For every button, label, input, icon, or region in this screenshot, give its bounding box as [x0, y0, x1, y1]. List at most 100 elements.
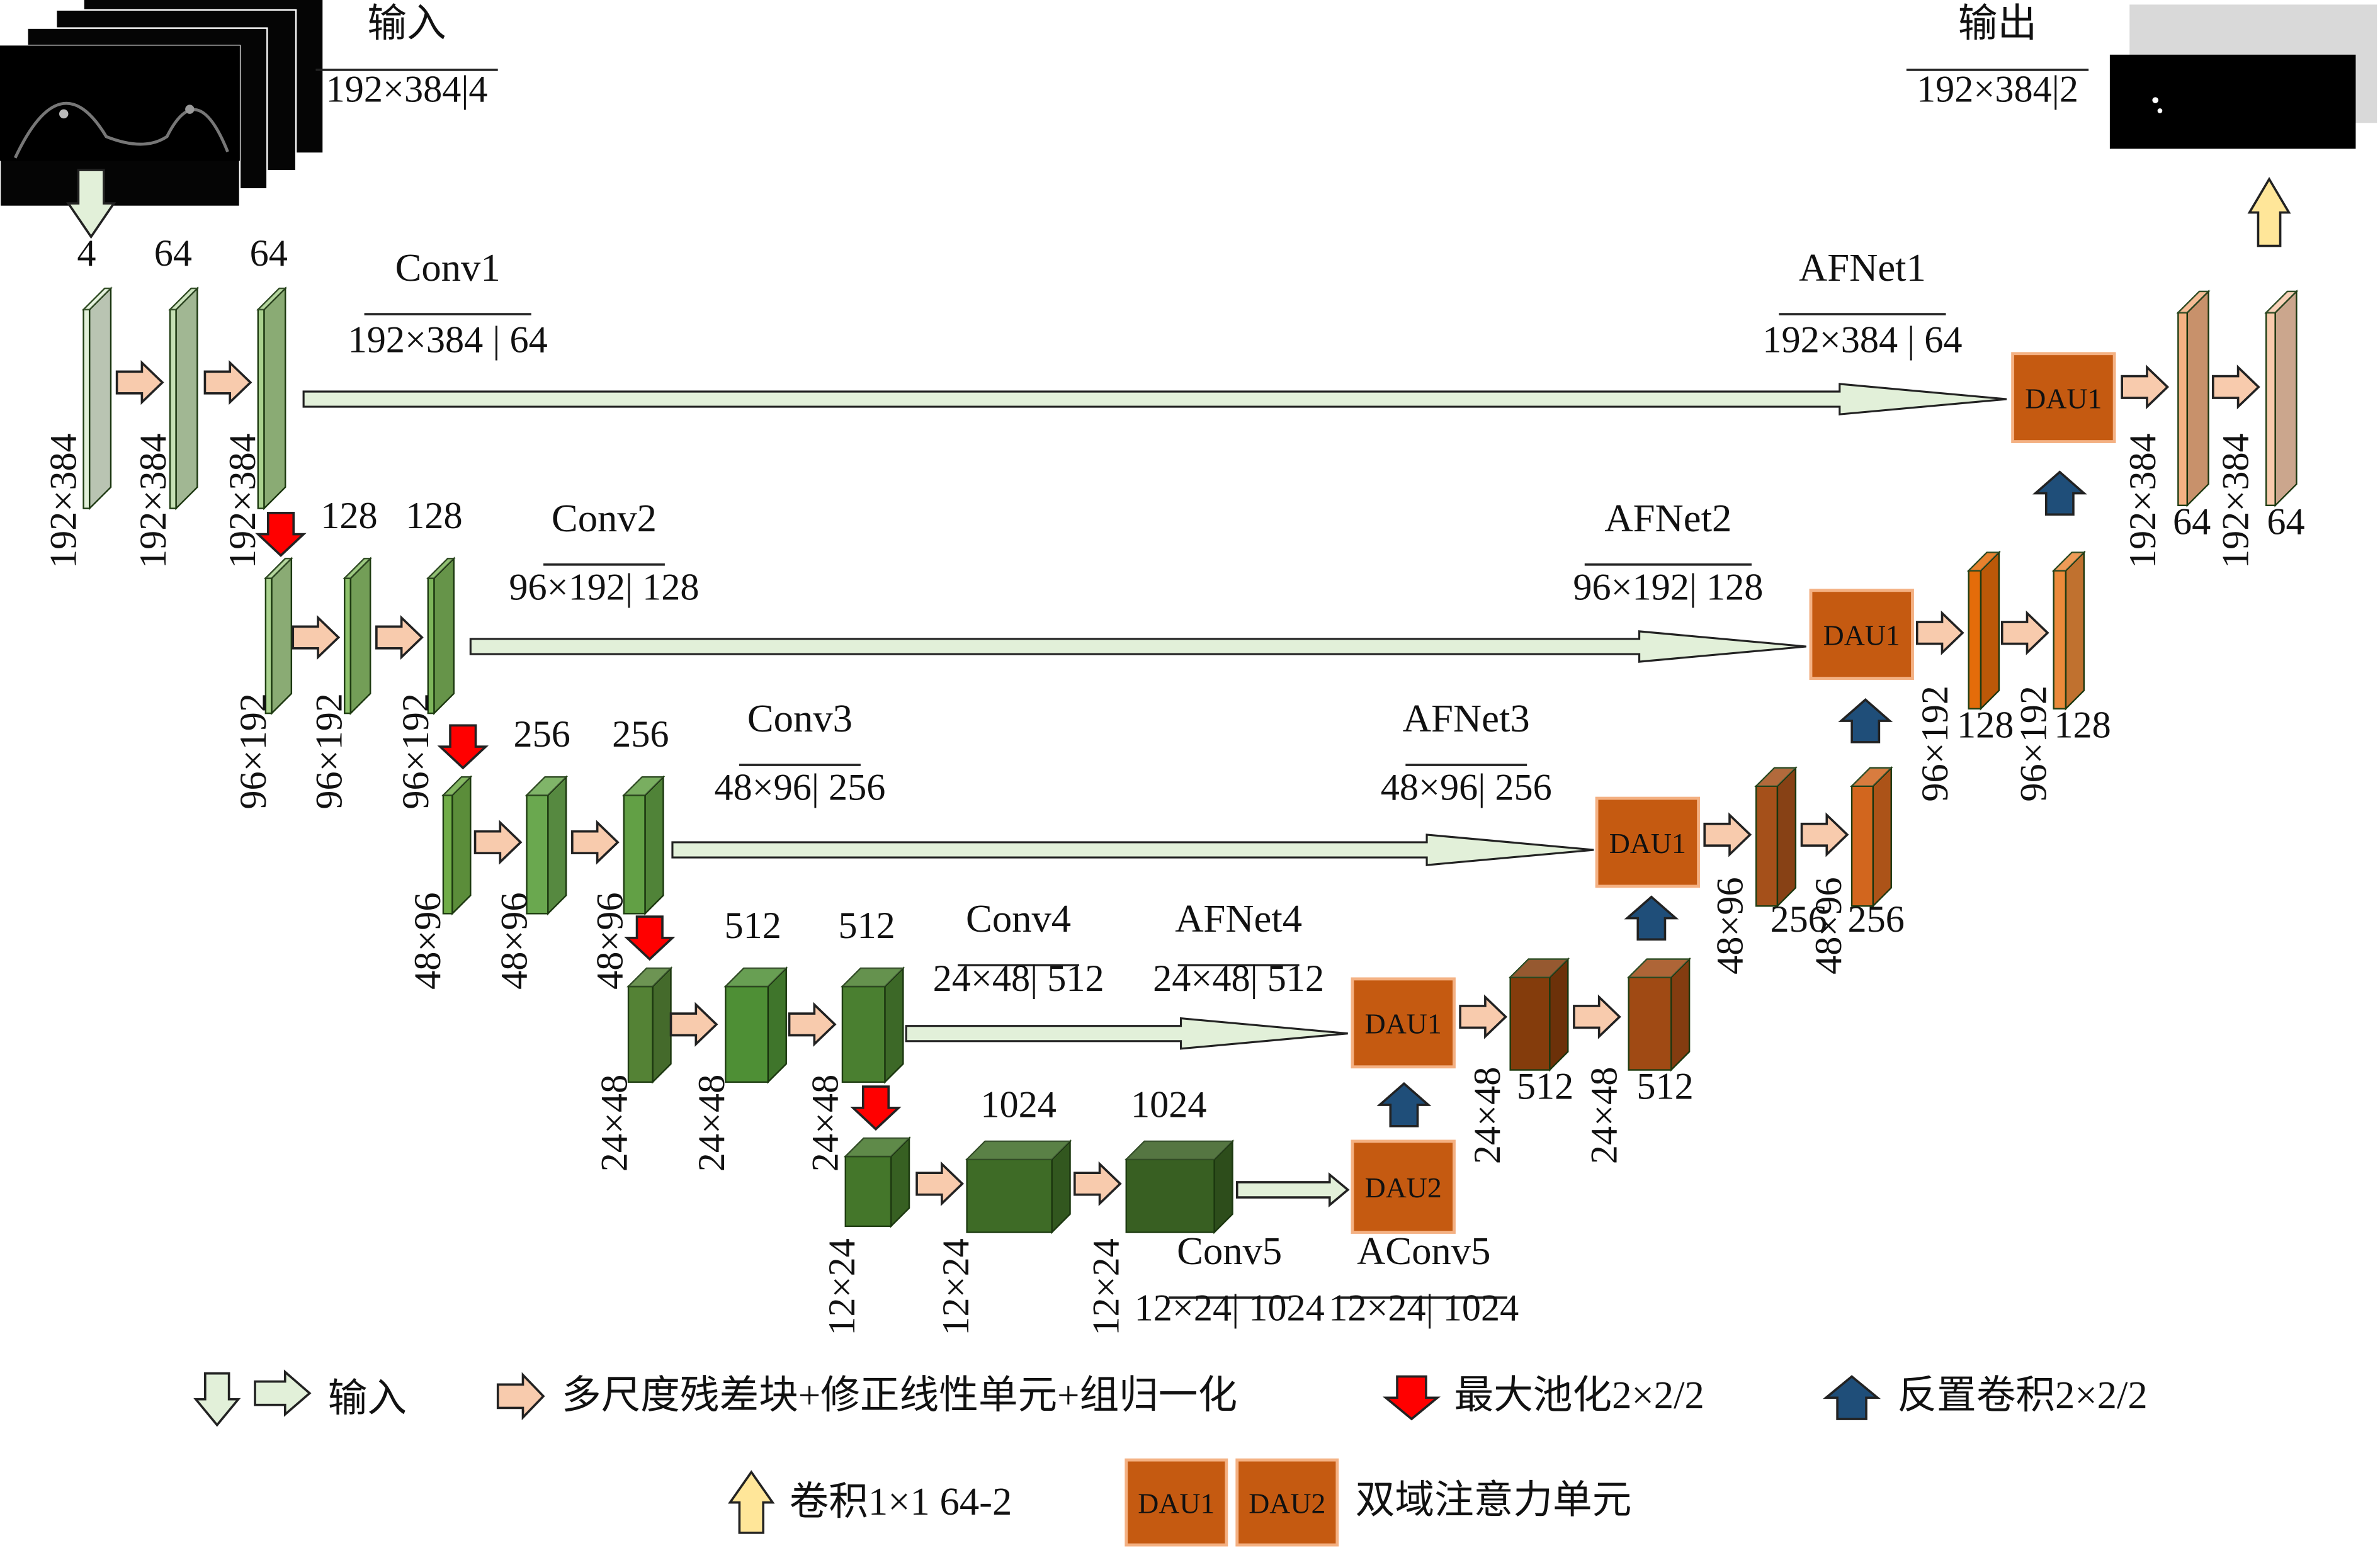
maxpool-down-arrow — [850, 1085, 902, 1131]
channel-label: 1024 — [980, 1083, 1057, 1126]
deconv-up-arrow — [1838, 698, 1893, 743]
channel-label: 256 — [612, 713, 669, 755]
dau2-block: DAU2 — [1351, 1139, 1456, 1234]
residual-arrow — [1073, 1161, 1122, 1206]
encoder-block — [426, 556, 456, 715]
channel-label: 128 — [2054, 704, 2111, 747]
legend-dau-label: 双域注意力单元 — [1356, 1478, 1632, 1522]
size-label: 12×24 — [1085, 1238, 1128, 1335]
dau-label: DAU1 — [1138, 1488, 1215, 1520]
skip-arrow-4 — [905, 1017, 1348, 1050]
conv3-dims: 48×96| 256 — [714, 766, 885, 808]
size-label: 96×192 — [1914, 686, 1956, 802]
deconv-up-arrow — [1624, 895, 1679, 941]
channel-label: 64 — [2173, 501, 2211, 543]
channel-label: 64 — [250, 232, 288, 274]
output-title: 输出 — [1958, 1, 2037, 45]
residual-arrow — [203, 359, 252, 405]
channel-label: 512 — [838, 905, 895, 947]
legend-dau1: DAU1 — [1125, 1458, 1228, 1547]
size-label: 192×384 — [2214, 433, 2257, 568]
legend-maxpool-label: 最大池化2×2/2 — [1454, 1373, 1704, 1417]
size-label: 192×384 — [43, 433, 85, 568]
afnet3-dims: 48×96| 256 — [1381, 766, 1552, 808]
size-label: 24×48 — [1583, 1067, 1625, 1164]
encoder-block — [81, 286, 113, 511]
encoder-block — [1124, 1139, 1235, 1234]
size-label: 48×96 — [589, 892, 631, 989]
size-label: 24×48 — [805, 1075, 847, 1172]
channel-label: 256 — [1847, 898, 1904, 941]
dau-label: DAU1 — [2025, 383, 2102, 415]
input-down-arrow — [66, 169, 116, 239]
size-label: 48×96 — [494, 892, 536, 989]
conv2-title: Conv2 — [552, 496, 657, 540]
residual-arrow — [1800, 812, 1849, 857]
residual-arrow — [2121, 364, 2170, 410]
residual-arrow — [2212, 364, 2260, 410]
channel-label: 128 — [1957, 704, 2014, 747]
legend-input-label: 输入 — [328, 1376, 407, 1420]
conv3-title: Conv3 — [747, 696, 853, 740]
residual-arrow — [788, 1002, 837, 1047]
output-image-stack — [2109, 4, 2377, 149]
size-label: 96×192 — [395, 693, 437, 810]
encoder-block — [626, 966, 673, 1084]
aconv5-dims: 12×24| 1024 — [1329, 1287, 1519, 1329]
afnet3-title: AFNet3 — [1403, 696, 1530, 740]
legend-maxpool-arrow — [1382, 1375, 1441, 1421]
size-label: 12×24 — [935, 1238, 977, 1335]
conv2-dims: 96×192| 128 — [509, 566, 699, 608]
size-label: 48×96 — [407, 892, 449, 989]
size-label: 192×384 — [132, 433, 174, 568]
maxpool-down-arrow — [437, 724, 489, 770]
channel-label: 256 — [1771, 898, 1827, 941]
dau-label: DAU1 — [1365, 1008, 1442, 1040]
encoder-block — [621, 775, 666, 916]
channel-label: 512 — [1517, 1065, 1573, 1107]
conv4-title: Conv4 — [966, 896, 1071, 941]
conv1-title: Conv1 — [395, 246, 501, 290]
dau-label: DAU1 — [1609, 827, 1686, 859]
input-image-stack — [0, 0, 324, 208]
dau1-block: DAU1 — [1809, 589, 1914, 681]
legend-residual-label: 多尺度残差块+修正线性单元+组归一化 — [562, 1373, 1237, 1417]
legend-conv1x1-arrow — [728, 1470, 775, 1534]
size-label: 48×96 — [1808, 877, 1850, 974]
legend-input-right-arrow — [254, 1369, 312, 1417]
afnet2-title: AFNet2 — [1604, 496, 1731, 540]
decoder-block — [1508, 957, 1570, 1072]
legend-deconv-label: 反置卷积2×2/2 — [1897, 1373, 2147, 1417]
conv1x1-up-arrow — [2247, 176, 2291, 247]
residual-arrow — [2000, 610, 2049, 655]
encoder-block — [343, 556, 373, 715]
afnet2-dims: 96×192| 128 — [1573, 566, 1763, 608]
channel-label: 128 — [320, 495, 377, 537]
bottleneck-arrow — [1235, 1172, 1350, 1208]
decoder-block — [1626, 957, 1692, 1072]
decoder-block — [2176, 289, 2211, 507]
dau-label: DAU2 — [1249, 1488, 1325, 1520]
channel-label: 1024 — [1131, 1083, 1206, 1126]
decoder-block — [1850, 766, 1893, 908]
conv4-dims: 24×48| 512 — [933, 958, 1104, 1000]
input-dims: 192×384|4 — [326, 69, 488, 111]
channel-label: 512 — [1636, 1065, 1693, 1107]
residual-arrow — [915, 1161, 964, 1206]
legend-input-down-arrow — [193, 1372, 241, 1427]
encoder-block — [965, 1139, 1072, 1234]
skip-arrow-2 — [469, 630, 1806, 663]
maxpool-down-arrow — [624, 915, 676, 961]
dau1-block: DAU1 — [1351, 977, 1456, 1069]
residual-arrow — [1915, 610, 1964, 655]
legend-residual-arrow — [496, 1372, 545, 1421]
dau-label: DAU2 — [1365, 1172, 1442, 1204]
size-label: 24×48 — [691, 1075, 733, 1172]
encoder-block — [843, 1136, 911, 1228]
residual-arrow — [1459, 994, 1508, 1039]
maxpool-down-arrow — [255, 512, 307, 557]
size-label: 96×192 — [232, 693, 275, 810]
size-label: 12×24 — [821, 1238, 863, 1335]
